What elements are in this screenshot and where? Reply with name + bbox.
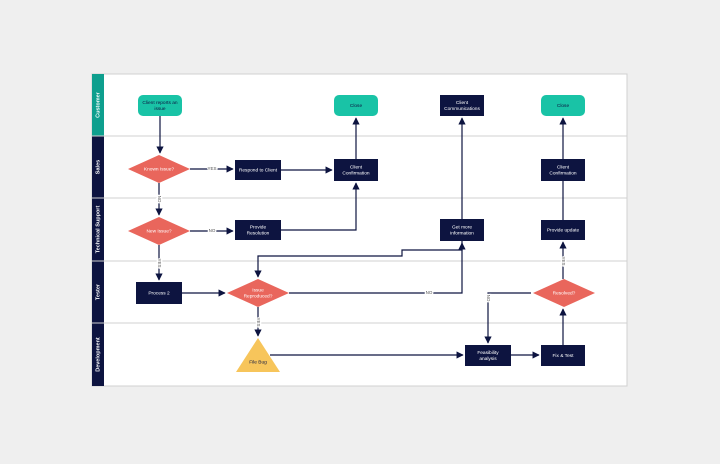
lane-label-customer: Customer [95, 91, 101, 118]
process-shape [440, 95, 484, 116]
lane-header-tester [92, 261, 104, 323]
node-close2[interactable]: Close [541, 95, 585, 116]
node-label: issue [154, 106, 166, 112]
edge-label-no: NO [486, 295, 491, 302]
node-provide-update[interactable]: Provide update [541, 220, 585, 240]
edge-label-yes: YES [561, 256, 566, 265]
node-fix-test[interactable]: Fix & Test [541, 345, 585, 366]
decision-shape [128, 217, 190, 245]
lane-header-dev [92, 323, 104, 386]
lane-header-customer [92, 74, 104, 136]
node-label: Resolution [247, 230, 270, 236]
terminal-shape [541, 95, 585, 116]
process-shape [334, 159, 378, 181]
node-label: Client reports an [142, 100, 178, 106]
process-shape [541, 345, 585, 366]
lane-header-tech [92, 198, 104, 261]
lane-label-tester: Tester [95, 283, 101, 300]
node-file-bug[interactable]: File Bug [236, 338, 280, 372]
edge-label-no: NO [426, 290, 433, 295]
process-shape [541, 220, 585, 240]
node-label: Known Issue? [144, 166, 174, 172]
node-label: Close [557, 103, 570, 109]
node-label: Communications [444, 106, 480, 112]
process-shape [440, 219, 484, 241]
process-shape [465, 345, 511, 366]
node-label: Reproduced? [244, 293, 273, 299]
node-known-issue[interactable]: Known Issue? [128, 155, 190, 183]
node-label: Respond to Client [239, 167, 278, 173]
node-label: Client [557, 164, 570, 170]
node-label: File Bug [249, 360, 267, 366]
edge-label-yes: YES [157, 258, 162, 267]
lane-label-sales: Sales [95, 160, 101, 174]
node-label: Issue [252, 287, 264, 293]
node-label: Close [350, 103, 363, 109]
node-label: Confirmation [549, 170, 577, 176]
node-label: analysis [479, 356, 497, 362]
connectors: YES NO NO NO YES YES YES NO [155, 116, 567, 359]
terminal-shape [138, 95, 182, 116]
connector-arrow [484, 292, 531, 344]
process-shape [235, 160, 281, 180]
node-respond[interactable]: Respond to Client [235, 160, 281, 180]
connector-arrow [281, 182, 360, 231]
process-shape [541, 159, 585, 181]
node-label: Client [350, 164, 363, 170]
terminal-shape [334, 95, 378, 116]
decision-shape [128, 155, 190, 183]
lane-label-tech: Technical Support [95, 206, 101, 254]
lane-label-dev: Development [95, 337, 101, 372]
node-label: Client [456, 100, 469, 106]
node-label: New Issue? [146, 228, 171, 234]
decision-shape [533, 279, 595, 307]
node-label: Process 2 [148, 290, 170, 296]
edge-label-yes: YES [256, 317, 261, 326]
edge-label-no: NO [209, 228, 216, 233]
node-process2[interactable]: Process 2 [136, 282, 182, 304]
triangle-shape [236, 338, 280, 372]
connector-arrow [289, 242, 466, 294]
node-close1[interactable]: Close [334, 95, 378, 116]
node-label: Provide update [547, 227, 580, 233]
process-shape [136, 282, 182, 304]
process-shape [235, 220, 281, 240]
node-label: Feasibility [477, 350, 499, 356]
edge-label-yes: YES [207, 166, 216, 171]
node-resolved[interactable]: Resolved? [533, 279, 595, 307]
connector-arrow [254, 241, 463, 278]
edge-label-no: NO [157, 196, 162, 203]
node-label: Get more [452, 224, 472, 230]
node-label: Fix & Test [553, 353, 575, 359]
node-label: Confirmation [342, 170, 370, 176]
flow-nodes: Client reports anissueCloseClientCommuni… [128, 95, 595, 372]
node-new-issue[interactable]: New Issue? [128, 217, 190, 245]
node-label: information [450, 230, 474, 236]
node-label: Resolved? [553, 290, 576, 296]
lane-header-sales [92, 136, 104, 198]
decision-shape [227, 279, 289, 307]
node-label: Provide [250, 224, 267, 230]
